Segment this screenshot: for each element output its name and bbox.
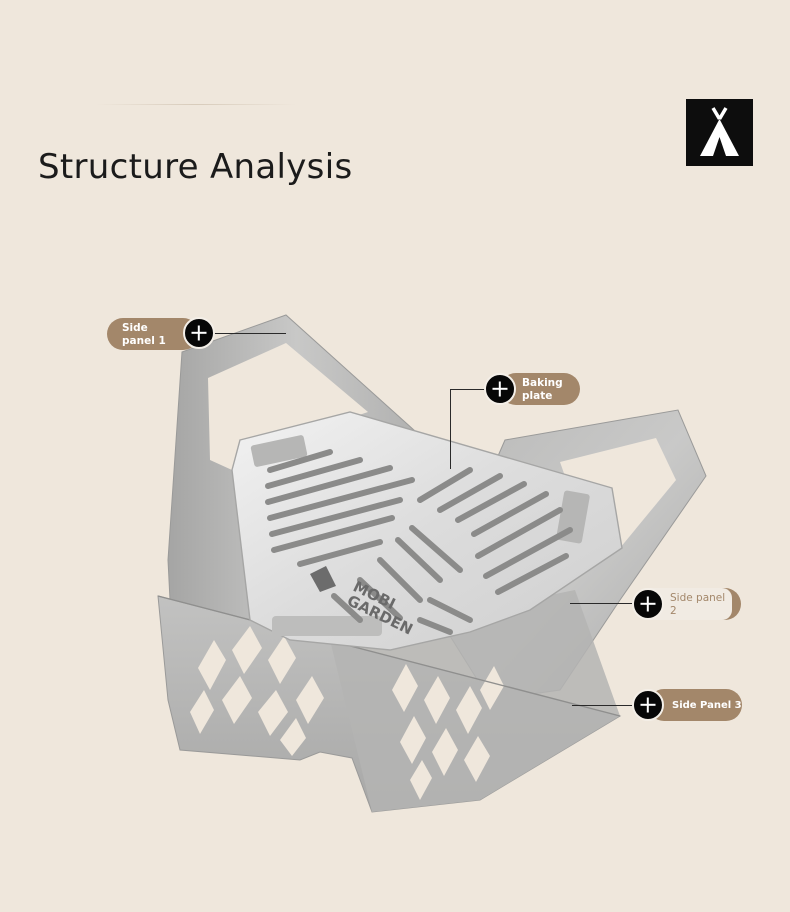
leader-line-baking-plate-h	[450, 389, 486, 390]
plus-icon[interactable]	[632, 588, 664, 620]
page-title: Structure Analysis	[38, 146, 353, 187]
leader-line-side-panel-1	[214, 333, 286, 334]
side-panel-3	[157, 590, 622, 813]
leader-line-side-panel-3	[572, 705, 632, 706]
plus-icon[interactable]	[484, 373, 516, 405]
side-panel-3-label: Side Panel 3	[672, 700, 742, 711]
baking-plate-label: Baking plate	[522, 377, 563, 402]
plus-icon[interactable]	[183, 317, 215, 349]
side-panel-1-label: Side panel 1	[122, 322, 166, 347]
side-panel-2-label: Side panel 2	[670, 592, 726, 617]
tent-icon	[700, 107, 739, 156]
plus-icon[interactable]	[632, 689, 664, 721]
baking-plate: MOBI GARDEN	[231, 411, 623, 651]
decorative-line	[96, 104, 296, 105]
tent-logo	[686, 99, 753, 166]
leader-line-side-panel-2	[570, 603, 632, 604]
leader-line-baking-plate-v	[450, 389, 451, 469]
